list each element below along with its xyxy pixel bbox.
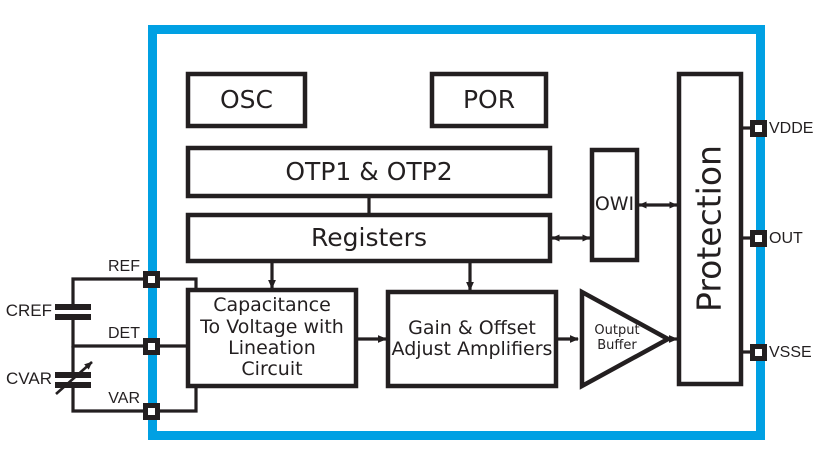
block-otp — [185, 145, 553, 199]
line-cvar-to-var — [71, 386, 144, 413]
pin-square-vsse — [750, 344, 767, 361]
line-cref-to-det — [71, 318, 144, 348]
cvar-capacitor-symbol — [55, 361, 93, 395]
line-ref-external — [71, 277, 144, 305]
block-rectangles — [185, 71, 744, 389]
block-output-buffer-triangle — [579, 288, 673, 390]
block-por — [429, 71, 549, 129]
block-osc — [185, 71, 308, 129]
block-gain — [385, 289, 559, 389]
pin-square-vdde — [750, 120, 767, 137]
block-c2v — [185, 287, 359, 389]
block-registers — [185, 212, 553, 264]
pin-squares — [143, 120, 767, 420]
pin-square-var — [143, 403, 160, 420]
pin-square-out — [750, 230, 767, 247]
cref-capacitor-symbol — [55, 304, 91, 320]
pin-square-det — [143, 338, 160, 355]
block-owi — [589, 147, 640, 263]
block-protection — [676, 71, 744, 387]
pin-square-ref — [143, 271, 160, 288]
